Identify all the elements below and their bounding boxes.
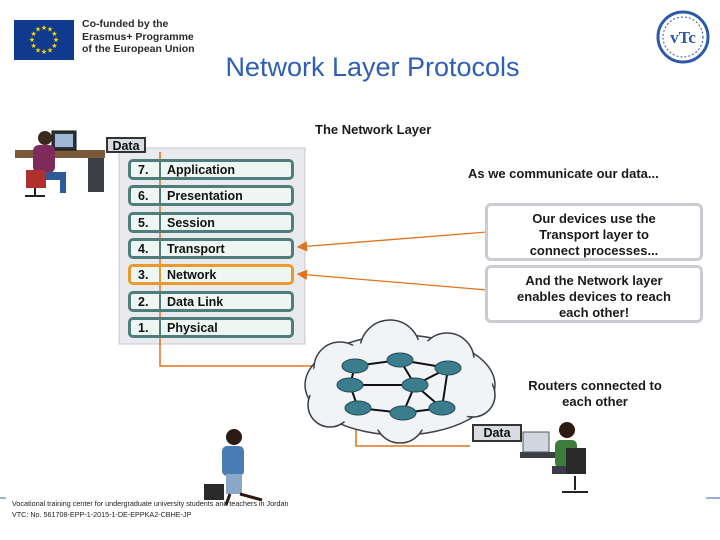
layer-name: Transport [167, 242, 225, 256]
network-arrow [296, 269, 488, 291]
network-callout-line: And the Network layer [525, 273, 663, 288]
vtc-logo: vTc [656, 10, 710, 64]
svg-text:★: ★ [41, 24, 47, 32]
layer-number: 2. [138, 295, 149, 309]
router-icon [386, 352, 414, 368]
person-with-briefcase-icon [204, 429, 263, 506]
router-icon [344, 400, 372, 416]
svg-text:★: ★ [29, 36, 35, 44]
network-callout-line: each other! [558, 305, 630, 320]
osi-layer-5: 5. Session [128, 212, 294, 233]
osi-layer-4: 4. Transport [128, 238, 294, 259]
layer-number: 1. [138, 321, 149, 335]
routers-caption-line: Routers connected to [528, 378, 662, 393]
layer-number: 6. [138, 189, 149, 203]
router-icon [336, 377, 364, 393]
router-icon [428, 400, 456, 416]
svg-text:★: ★ [51, 42, 57, 50]
transport-callout-line: Transport layer to [539, 227, 649, 242]
person-at-laptop-icon [520, 422, 588, 493]
network-cloud-icon [304, 319, 496, 444]
footer: Vocational training center for undergrad… [12, 499, 289, 520]
routers-caption: Routers connected to each other [505, 378, 685, 410]
svg-text:★: ★ [47, 46, 53, 54]
layer-separator [159, 215, 161, 230]
layer-separator [159, 188, 161, 203]
layer-name: Physical [167, 321, 218, 335]
svg-text:★: ★ [53, 36, 59, 44]
layer-name: Application [167, 163, 236, 177]
layer-name: Session [167, 216, 215, 230]
osi-layer-6: 6. Presentation [128, 185, 294, 206]
communicate-caption: As we communicate our data... [468, 166, 659, 181]
layer-number: 4. [138, 242, 149, 256]
layer-separator [159, 162, 161, 177]
eu-funding-text: Co-funded by the Erasmus+ Programme of t… [82, 18, 195, 56]
transport-callout-line: connect processes... [529, 243, 659, 258]
footer-line-2: VTC: No. 561708-EPP-1-2015-1-DE-EPPKA2-C… [12, 509, 192, 519]
svg-text:★: ★ [47, 26, 53, 34]
osi-layer-2: 2. Data Link [128, 291, 294, 312]
network-callout: And the Network layer enables devices to… [485, 265, 703, 323]
svg-text:★: ★ [35, 46, 41, 54]
layer-number: 3. [138, 268, 149, 282]
svg-text:★: ★ [30, 42, 36, 50]
eu-flag-icon: ★★★ ★★★ ★★★ ★★★ [14, 20, 74, 60]
layer-number: 7. [138, 163, 149, 177]
svg-text:★: ★ [51, 30, 57, 38]
osi-layer-1: 1. Physical [128, 317, 294, 338]
layer-name: Network [167, 268, 217, 282]
eu-line-2: Erasmus+ Programme [82, 30, 194, 43]
network-callout-line: enables devices to reach [517, 289, 671, 304]
layer-separator [159, 267, 161, 282]
data-tag-bottom: Data [472, 424, 522, 442]
router-icon [341, 358, 369, 374]
layer-separator [159, 294, 161, 309]
page-title: Network Layer Protocols [225, 52, 520, 82]
layer-number: 5. [138, 216, 149, 230]
osi-layer-3: 3. Network [128, 264, 294, 285]
svg-text:★: ★ [35, 26, 41, 34]
svg-text:★: ★ [41, 48, 47, 56]
osi-layer-7: 7. Application [128, 159, 294, 180]
transport-arrow [296, 231, 488, 252]
layer-name: Data Link [167, 295, 224, 309]
layer-name: Presentation [167, 189, 243, 203]
svg-text:★: ★ [30, 30, 36, 38]
router-icon [434, 360, 462, 376]
eu-line-3: of the European Union [82, 43, 195, 55]
routers-caption-line: each other [562, 394, 628, 409]
router-icon [389, 405, 417, 421]
transport-callout-line: Our devices use the [532, 211, 656, 226]
data-tag-top: Data [106, 137, 146, 153]
footer-line-1: Vocational training center for undergrad… [12, 499, 289, 508]
transport-callout: Our devices use the Transport layer to c… [485, 203, 703, 261]
person-at-computer-icon [15, 130, 105, 197]
vtc-logo-text: vTc [670, 28, 696, 47]
router-icon [401, 377, 429, 393]
layer-separator [159, 241, 161, 256]
diagram-heading: The Network Layer [315, 122, 432, 137]
eu-line-1: Co-funded by the [82, 18, 169, 30]
layer-separator [159, 320, 161, 335]
